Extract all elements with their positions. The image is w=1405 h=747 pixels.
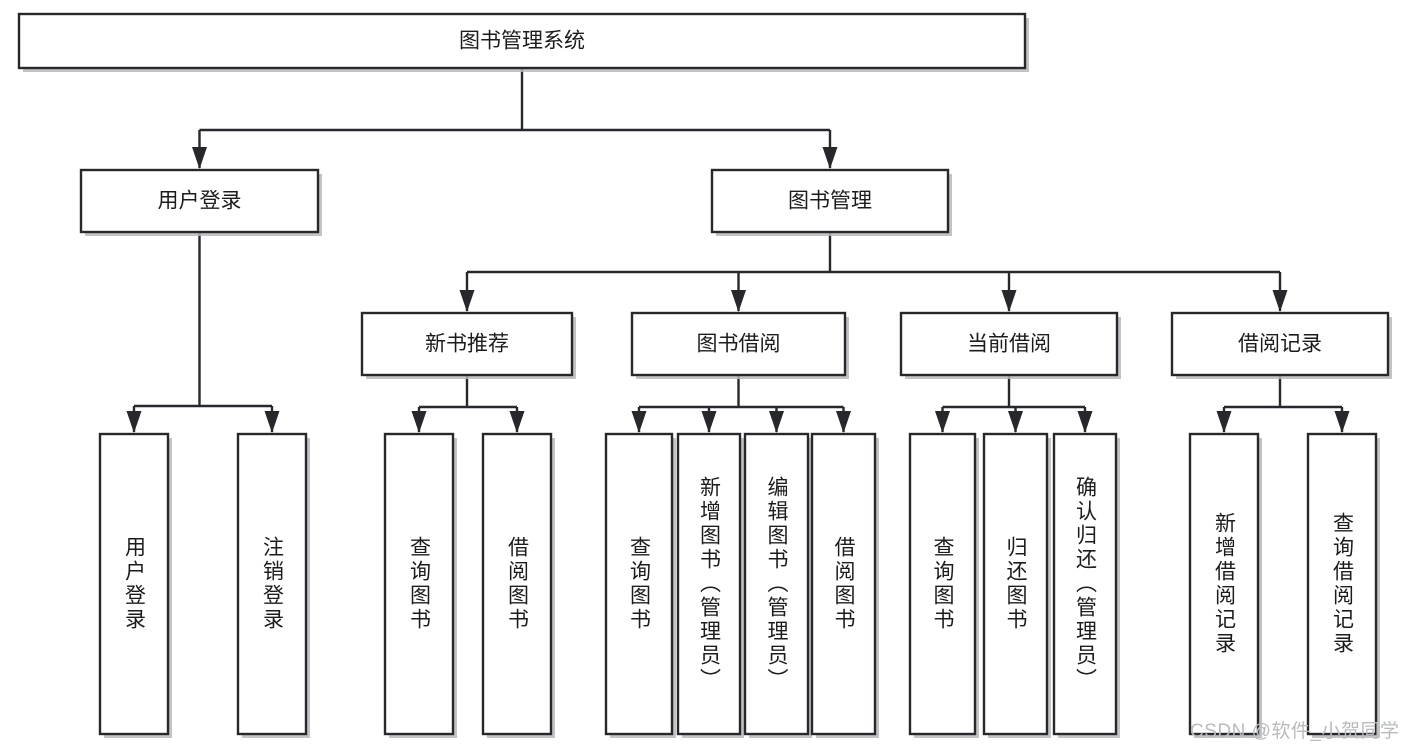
node-box-root[interactable]: [17, 12, 1027, 70]
arrow-head: [1001, 290, 1017, 312]
arrow-head: [192, 147, 207, 169]
leaf-box-leaf-add-record[interactable]: [1188, 432, 1260, 736]
node-box-borrow-record[interactable]: [1170, 311, 1390, 377]
boxes-layer: [17, 12, 1392, 738]
leaf-box-leaf-query-book-2[interactable]: [604, 432, 674, 736]
arrow-head: [836, 411, 851, 433]
node-box-current-borrow[interactable]: [899, 311, 1119, 377]
connectors-layer: [126, 68, 1350, 433]
node-label-root: 图书管理系统: [459, 30, 585, 53]
leaf-box-leaf-query-record[interactable]: [1306, 432, 1378, 736]
arrow-head: [1216, 411, 1232, 433]
arrow-head: [1334, 411, 1350, 433]
arrow-head: [509, 411, 525, 433]
node-box-book-manage[interactable]: [710, 168, 950, 234]
arrow-head: [822, 147, 838, 169]
leaf-box-leaf-borrow-book-2[interactable]: [810, 432, 877, 736]
arrow-head: [935, 411, 950, 433]
node-box-user-login[interactable]: [79, 168, 320, 234]
leaf-box-leaf-query-book-1[interactable]: [383, 432, 455, 736]
arrow-head: [126, 411, 142, 433]
node-box-new-book-recommend[interactable]: [360, 311, 574, 377]
arrow-head: [1008, 411, 1023, 433]
arrow-head: [411, 411, 427, 433]
leaf-box-leaf-add-book[interactable]: [676, 432, 742, 736]
arrow-head: [264, 411, 280, 433]
leaf-box-leaf-query-book-3[interactable]: [908, 432, 977, 736]
arrow-head: [1077, 411, 1093, 433]
leaf-box-leaf-user-login[interactable]: [98, 432, 170, 736]
arrow-head: [1272, 290, 1288, 312]
arrow-head: [701, 411, 717, 433]
node-label-borrow-record: 借阅记录: [1238, 333, 1322, 356]
arrow-head: [459, 290, 475, 312]
node-label-user-login: 用户登录: [158, 190, 242, 213]
leaf-box-leaf-borrow-book-1[interactable]: [481, 432, 553, 736]
node-label-book-borrow: 图书借阅: [697, 333, 781, 356]
watermark-text: CSDN @软件_小贺同学: [1190, 721, 1400, 742]
leaf-box-leaf-edit-book[interactable]: [743, 432, 810, 736]
node-label-current-borrow: 当前借阅: [967, 333, 1051, 356]
node-label-new-book-recommend: 新书推荐: [425, 333, 509, 356]
leaf-box-leaf-logout-login[interactable]: [236, 432, 308, 736]
node-label-book-manage: 图书管理: [788, 190, 872, 213]
arrow-head: [731, 290, 746, 312]
arrow-head: [631, 411, 647, 433]
leaf-box-leaf-confirm-return[interactable]: [1052, 432, 1118, 736]
node-box-book-borrow[interactable]: [630, 311, 847, 377]
arrow-head: [769, 411, 784, 433]
leaf-box-leaf-return-book[interactable]: [982, 432, 1049, 736]
